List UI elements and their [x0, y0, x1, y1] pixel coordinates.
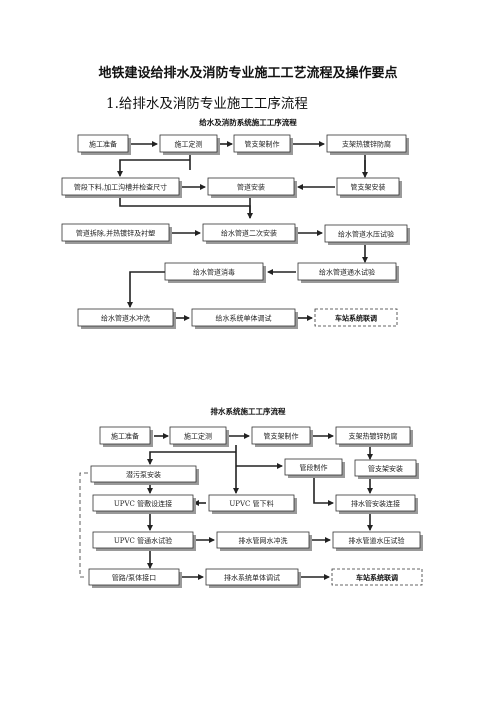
d2-node-upvc-cut: UPVC 管下料: [208, 494, 297, 514]
bracket-make-label: 管支架制作: [264, 432, 299, 441]
upvc-cut-label: UPVC 管下料: [229, 499, 273, 508]
diagram2-title: 排水系统施工工序流程: [210, 407, 286, 416]
d2-node-pipe-interface: 管路/泵体接口: [88, 568, 182, 588]
d1-node-pipe-install: 管道安装: [207, 177, 297, 198]
d1-node-disinfect: 给水管道消毒: [164, 262, 266, 283]
pipe-interface-label: 管路/泵体接口: [112, 573, 156, 582]
section-heading: 1.给排水及消防专业施工工序流程: [106, 96, 308, 112]
d2-node-bracket-make: 管支架制作: [251, 426, 313, 447]
d1-node-single-debug: 给水系统单体调试: [191, 308, 298, 329]
bracket-install-label: 管支架安装: [351, 183, 386, 192]
d1-node-bracket-install: 管支架安装: [336, 177, 402, 198]
pressure-test-label: 给水管道水压试验: [338, 230, 394, 239]
survey-label: 施工定测: [184, 432, 212, 441]
d1-node-bracket-coat: 支架热镀锌防腐: [326, 134, 409, 155]
d1-node-remove: 管道拆除,并热镀锌及衬塑: [61, 223, 172, 244]
upvc-install-label: UPVC 管敷设连接: [114, 499, 172, 508]
upvc-flow-label: UPVC 管通水试验: [114, 536, 172, 545]
fitting-make-label: 管段制作: [300, 463, 328, 472]
pipe-install-label: 管道安装: [237, 183, 265, 192]
d2-node-fitting-make: 管段制作: [284, 458, 345, 478]
drain-flush-label: 排水管网水冲洗: [239, 536, 288, 545]
d1-node-prep-label: 施工准备: [89, 140, 117, 149]
d1-node-joint-debug: 车站系统联调: [314, 308, 398, 327]
bracket-install-label: 管支架安装: [368, 464, 403, 473]
d2-node-prep: 施工准备: [99, 426, 153, 447]
drain-pressure-label: 排水管道水压试验: [349, 536, 405, 545]
single-debug-label: 给水系统单体调试: [216, 314, 272, 323]
d2-node-upvc-flow: UPVC 管通水试验: [92, 531, 196, 551]
drain-connect-label: 排水管安装连接: [351, 499, 400, 508]
d2-node-joint-debug: 车站系统联调: [331, 568, 423, 586]
bracket-coat-label: 支架热镀锌防腐: [342, 140, 391, 149]
d1-node-flow-test: 给水管道通水试验: [297, 262, 399, 283]
single-debug-label: 排水系统单体调试: [224, 573, 280, 582]
diagram2-connectors: [79, 433, 373, 580]
d2-node-bracket-coat: 支架热镀锌防腐: [335, 426, 413, 447]
d2-node-survey: 施工定测: [169, 426, 229, 447]
d2-node-upvc-install: UPVC 管敷设连接: [92, 494, 196, 514]
d2-node-drain-pressure: 排水管道水压试验: [332, 531, 423, 551]
joint-debug-label: 车站系统联调: [335, 314, 377, 323]
diagram1-title: 给水及消防系统施工工序流程: [199, 118, 297, 127]
prep-label: 施工准备: [111, 432, 139, 441]
document-title: 地铁建设给排水及消防专业施工工艺流程及操作要点: [98, 66, 398, 81]
d1-node-bracket-make: 管支架制作: [233, 134, 293, 155]
d1-node-second-install: 给水管道二次安装: [202, 223, 298, 244]
d1-node-survey: 施工定测: [159, 134, 220, 155]
d1-node-flush: 给水管道水冲洗: [77, 308, 176, 329]
d2-node-single-debug: 排水系统单体调试: [205, 568, 301, 588]
flush-label: 给水管道水冲洗: [101, 314, 150, 323]
flow-test-label: 给水管道通水试验: [319, 268, 375, 277]
second-install-label: 给水管道二次安装: [221, 229, 277, 238]
pipe-cut-label: 管段下料,加工沟槽并检查尺寸: [74, 183, 167, 192]
d2-node-drain-connect: 排水管安装连接: [335, 494, 418, 514]
bracket-make-label: 管支架制作: [245, 140, 280, 149]
d1-node-pipe-cut: 管段下料,加工沟槽并检查尺寸: [61, 177, 182, 198]
d1-node-pressure-test: 给水管道水压试验: [324, 224, 410, 245]
d2-node-bracket-install: 管支架安装: [354, 459, 419, 479]
disinfect-label: 给水管道消毒: [193, 268, 235, 277]
diagram1-connectors: [117, 141, 368, 321]
d1-node-prep: 施工准备: [77, 134, 131, 155]
sewage-pump-label: 潜污泵安装: [126, 470, 161, 479]
d2-node-drain-flush: 排水管网水冲洗: [216, 531, 312, 551]
remove-label: 管道拆除,并热镀锌及衬塑: [76, 229, 155, 238]
bracket-coat-label: 支架热镀锌防腐: [349, 432, 398, 441]
d2-node-sewage-pump: 潜污泵安装: [90, 465, 199, 485]
survey-label: 施工定测: [175, 140, 203, 149]
joint-debug-label: 车站系统联调: [356, 573, 398, 582]
